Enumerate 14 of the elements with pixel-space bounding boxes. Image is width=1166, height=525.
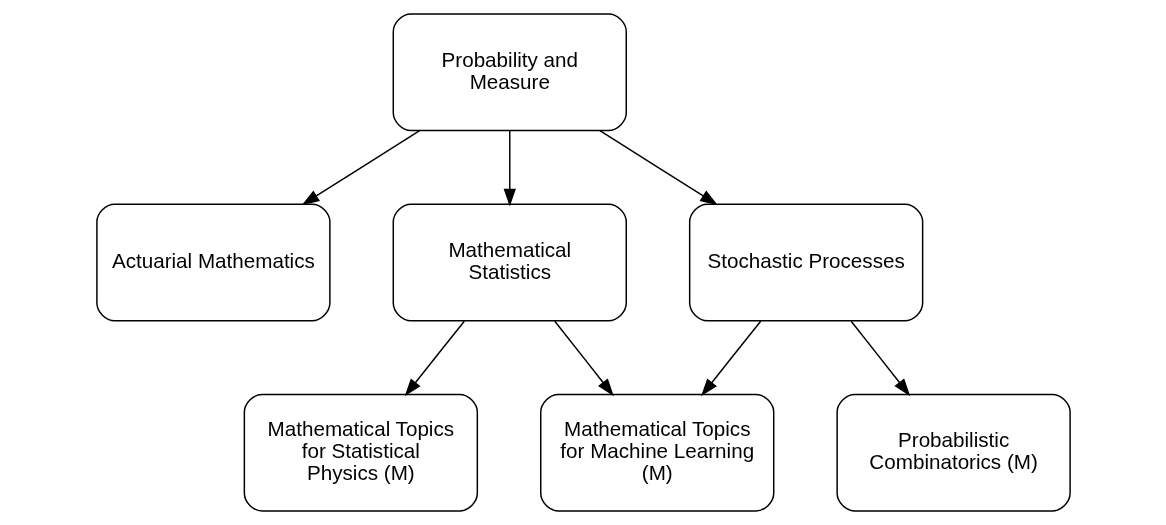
node-box: Mathematical Topics for Statistical Physics (M) [243,393,478,512]
node-box: Probabilistic Combinatorics (M) [835,393,1071,512]
node-box: Stochastic Processes [688,203,923,322]
node-box: Probability and Measure [392,13,627,132]
arrow [598,129,718,206]
arrow [404,320,465,397]
arrow [849,320,910,397]
node-box: Mathematical Statistics [392,203,627,322]
node-box: Actuarial Mathematics [95,203,331,322]
arrow [700,320,761,397]
arrow [553,320,614,397]
arrow [503,130,516,207]
arrow [301,129,420,206]
node-box: Mathematical Topics for Machine Learning (M) [539,393,774,512]
